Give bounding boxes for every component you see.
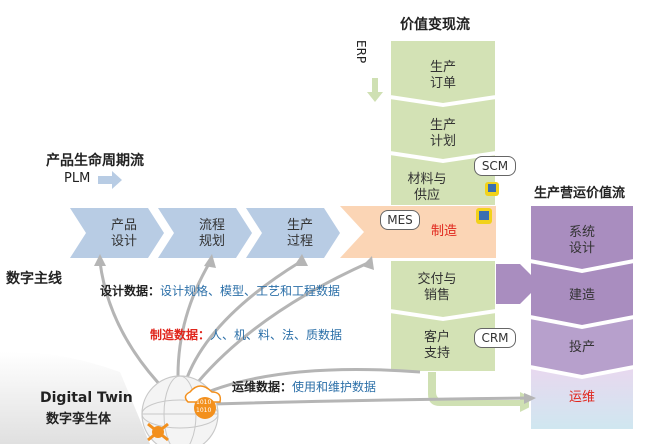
step-delivery-sales: 交付与 销售 [417, 272, 457, 303]
data-flow-arrowheads [94, 254, 536, 404]
delivery-to-ops-arrow [496, 264, 540, 304]
digital-twin-globe [141, 375, 222, 444]
erp-arrow [367, 78, 383, 102]
design-data-key: 设计数据： [100, 284, 161, 298]
twin-bits-2: 1010 [196, 407, 212, 414]
step-operations-maintenance: 运维 [568, 390, 595, 405]
digital-twin-title-en: Digital Twin [40, 390, 133, 406]
step-product-design: 产品 设计 [110, 218, 137, 249]
step-production-plan: 生产 计划 [429, 118, 456, 149]
manufacturing-arrow [340, 206, 496, 258]
manufacturing-data-row: 制造数据：人、机、料、法、质数据 [150, 326, 342, 343]
step-manufacturing: 制造 [430, 224, 457, 239]
plm-label: PLM [64, 171, 91, 186]
step-customer-support: 客户 支持 [423, 330, 450, 361]
step-system-design: 系统 设计 [568, 225, 595, 256]
scm-tag: SCM [474, 156, 516, 176]
plm-arrow [98, 171, 122, 189]
crm-tag: CRM [474, 328, 516, 348]
mes-icon [476, 208, 492, 224]
lifecycle-title: 产品生命周期流 [46, 153, 144, 169]
twin-bits-1: 1010 [196, 399, 212, 406]
value-stream-column [389, 39, 540, 412]
digital-twin-title-cn: 数字孪生体 [46, 412, 112, 427]
mes-tag: MES [380, 210, 420, 230]
erp-label: ERP [354, 40, 368, 64]
manufacturing-data-value: 人、机、料、法、质数据 [210, 328, 343, 342]
step-process-planning: 流程 规划 [198, 218, 225, 249]
background-fade [0, 351, 150, 444]
operations-title: 生产营运价值流 [534, 186, 626, 201]
design-data-value: 设计规格、模型、工艺和工程数据 [160, 284, 341, 298]
step-production-process: 生产 过程 [286, 218, 313, 249]
step-commissioning: 投产 [568, 340, 595, 355]
scm-icon [485, 182, 499, 196]
operations-column [529, 204, 635, 431]
operation-data-key: 运维数据： [232, 380, 293, 394]
design-data-row: 设计数据：设计规格、模型、工艺和工程数据 [100, 282, 340, 299]
digital-thread-label: 数字主线 [6, 271, 62, 287]
lifecycle-chevrons [70, 208, 340, 258]
operation-data-value: 使用和维护数据 [292, 380, 377, 394]
step-materials-supply: 材料与 供应 [407, 172, 447, 203]
step-construction: 建造 [568, 288, 595, 303]
manufacturing-data-key: 制造数据： [150, 328, 211, 342]
step-production-order: 生产 订单 [429, 60, 456, 91]
value-stream-title: 价值变现流 [400, 17, 470, 33]
operation-data-row: 运维数据：使用和维护数据 [232, 378, 376, 395]
